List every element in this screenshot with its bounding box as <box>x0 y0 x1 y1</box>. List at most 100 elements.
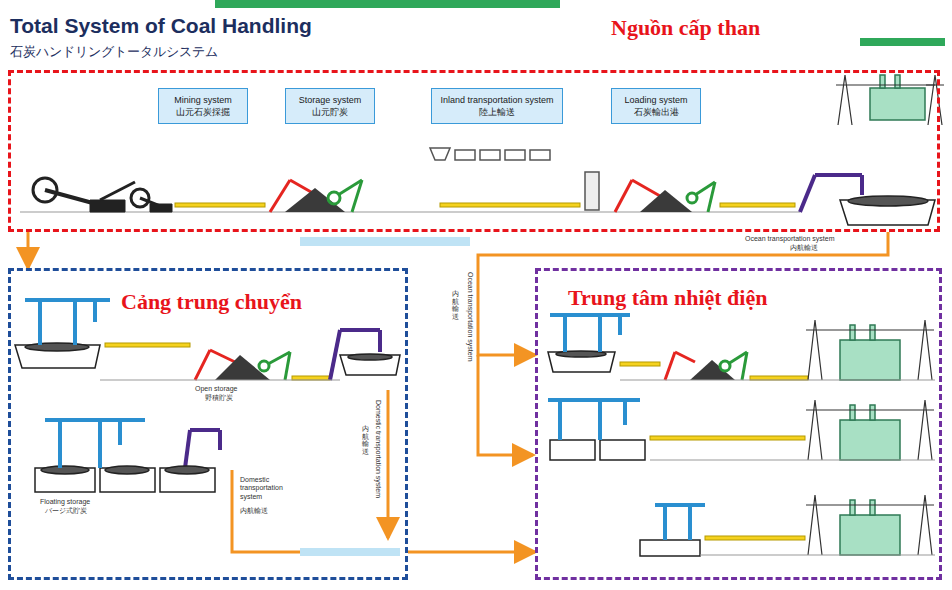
unloader-crane <box>688 505 692 540</box>
system-name-ja: 山元貯炭 <box>312 106 348 118</box>
stacker <box>270 180 290 212</box>
unloader-crane <box>73 300 77 345</box>
transmission-tower <box>806 320 934 380</box>
power-plant <box>870 88 925 120</box>
region-box: Nguồn cấp thanMining system山元石炭採掘Storage… <box>8 70 940 232</box>
flow-arrow <box>387 390 390 538</box>
train <box>585 172 599 210</box>
train <box>430 148 450 160</box>
water <box>300 237 470 556</box>
region-heading: Cảng trung chuyển <box>121 289 302 315</box>
belt-conveyor <box>750 376 808 380</box>
ship-loader <box>800 175 815 212</box>
flow-arrow <box>478 232 888 355</box>
water <box>300 548 400 556</box>
ship-loader <box>185 175 862 468</box>
reclaimer <box>720 361 730 371</box>
power-plant <box>850 405 855 420</box>
region-heading: Trung tâm nhiệt điện <box>568 285 767 311</box>
ground-line <box>700 555 935 556</box>
ship-loader <box>378 330 382 352</box>
system-name: Inland transportation system <box>440 94 553 106</box>
storage-label: Open storage <box>195 385 237 393</box>
ship <box>348 354 392 360</box>
ground-line <box>620 380 935 381</box>
ship-loader <box>815 173 862 177</box>
power-plant <box>840 420 900 460</box>
header-bar <box>215 0 560 8</box>
transmission-tower <box>836 75 935 125</box>
ship <box>340 355 400 375</box>
transmission-tower <box>806 75 944 555</box>
transport-label-ja: 内航輸送 <box>790 244 818 252</box>
stacker <box>632 180 660 196</box>
reclaimer <box>728 352 747 364</box>
stacker <box>210 350 235 362</box>
belt-conveyor <box>105 343 190 347</box>
belt-conveyor <box>292 376 330 380</box>
system-box: Mining system山元石炭採掘 <box>158 88 248 124</box>
region-box: Trung tâm nhiệt điện <box>535 268 942 580</box>
reclaimer <box>695 182 715 195</box>
subtitle: 石炭ハンドリングトータルシステム <box>10 44 218 60</box>
power-plant <box>880 75 885 88</box>
flow-arrow <box>408 551 535 554</box>
train <box>430 148 599 210</box>
stacker <box>615 180 632 212</box>
ground-line <box>100 380 340 381</box>
mining-machine <box>150 204 172 212</box>
system-name: Loading system <box>624 94 687 106</box>
unloader-crane <box>45 418 145 422</box>
storage-label-ja: 野積貯炭 <box>205 394 233 402</box>
unloader-crane <box>623 400 627 425</box>
coal-pile <box>215 188 735 380</box>
coal-pile <box>215 355 270 380</box>
power-plant <box>840 515 900 555</box>
transmission-tower <box>926 75 944 125</box>
ship <box>25 343 89 351</box>
unloader-crane <box>118 420 122 445</box>
ship <box>15 196 935 375</box>
flow-arrow <box>27 232 30 268</box>
water <box>300 237 470 246</box>
system-name-ja: 山元石炭採掘 <box>176 106 230 118</box>
region-box: Cảng trung chuyển <box>8 268 408 580</box>
stacker <box>195 350 210 380</box>
power-plant <box>870 325 875 340</box>
barge <box>550 440 595 460</box>
transport-label-ja: 内航輸送 <box>362 425 369 456</box>
coal-pile <box>640 190 692 212</box>
belt-conveyor <box>650 436 805 440</box>
unloader-crane <box>25 300 705 540</box>
power-plant <box>840 75 925 555</box>
train <box>455 150 475 160</box>
flow-arrow <box>478 355 533 455</box>
transmission-tower <box>806 400 934 460</box>
power-plant <box>850 500 855 515</box>
coal-pile <box>690 360 735 380</box>
barge <box>165 466 209 474</box>
unloader-crane <box>558 400 562 440</box>
system-name-ja: 石炭輸出港 <box>634 106 679 118</box>
flow-arrow <box>232 355 533 552</box>
unloader-crane <box>93 300 97 322</box>
ship-loader <box>340 328 380 332</box>
system-name: Storage system <box>299 94 362 106</box>
ground-line <box>100 380 935 555</box>
unloader-crane <box>598 315 602 352</box>
belt-conveyor <box>440 203 580 207</box>
transmission-tower <box>806 495 934 555</box>
storage-label: Floating storage <box>40 498 90 506</box>
system-box: Loading system石炭輸出港 <box>611 88 701 124</box>
barge <box>105 466 149 474</box>
belt-conveyor <box>620 362 660 366</box>
transport-label: Domestic transportation system <box>374 400 382 498</box>
storage-label-ja: バージ式貯炭 <box>45 507 87 515</box>
unloader-crane <box>618 315 622 335</box>
power-plant <box>850 325 855 340</box>
diagram-title: Total System of Coal Handling <box>10 14 312 38</box>
power-plant <box>870 405 875 420</box>
header-bar <box>215 0 945 46</box>
system-box: Storage system山元貯炭 <box>285 88 375 124</box>
